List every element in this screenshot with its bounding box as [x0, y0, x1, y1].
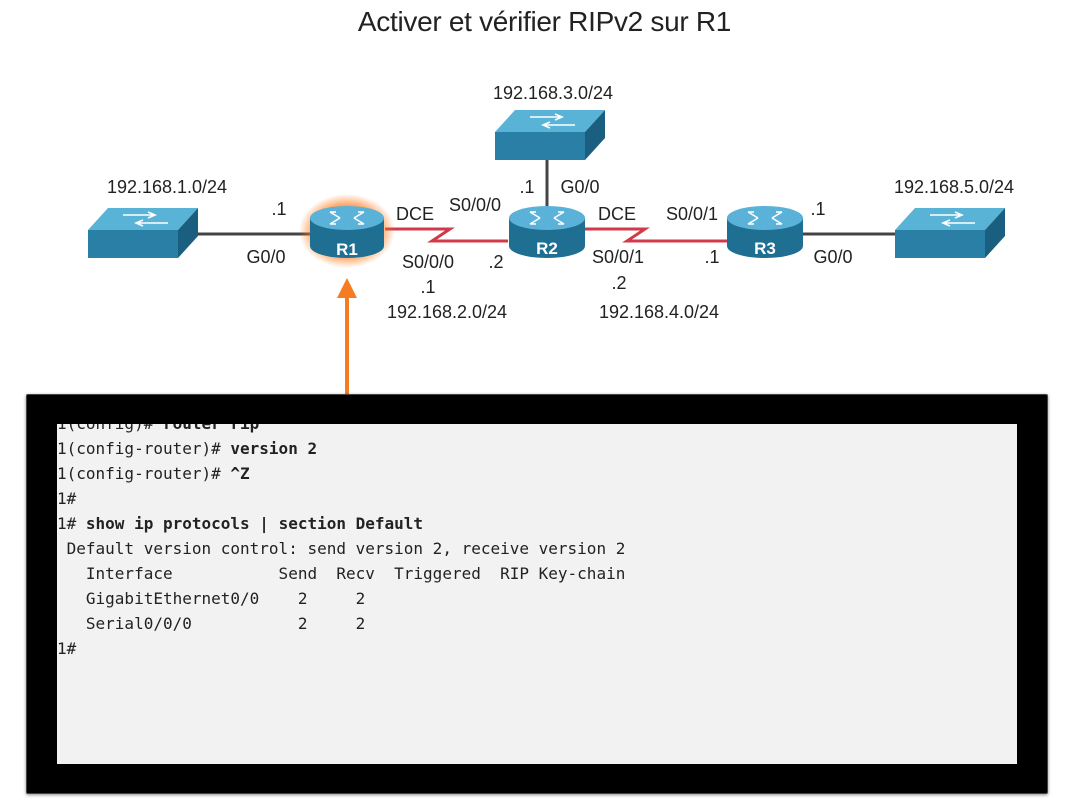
- terminal-line: 1(config-router)# version 2: [57, 439, 318, 458]
- network-label: 192.168.4.0/24: [599, 302, 719, 322]
- router-icon: [747, 211, 783, 225]
- interface-label: G0/0: [560, 177, 599, 197]
- ip-label: .1: [810, 199, 825, 219]
- dce-label: DCE: [396, 204, 434, 224]
- network-topology-diagram: R1 R2 R3 192.168.3.0/24 192.168.1.0/24 1…: [88, 83, 1014, 394]
- terminal-line: 1(config-router)# ^Z: [57, 464, 250, 483]
- serial-link-r1-r2: [385, 227, 508, 243]
- terminal-line: Interface Send Recv Triggered RIP Key-ch…: [57, 564, 626, 583]
- ip-label: .2: [611, 273, 626, 293]
- interface-label: S0/0/0: [402, 252, 454, 272]
- ip-label: .1: [519, 177, 534, 197]
- router-label: R3: [754, 239, 776, 258]
- interface-label: S0/0/1: [666, 204, 718, 224]
- links: [190, 160, 905, 243]
- network-label: 192.168.2.0/24: [387, 302, 507, 322]
- router-icon: [329, 211, 365, 225]
- arrow-up-icon: [337, 278, 357, 394]
- terminal-screen[interactable]: 1(config)# router rip 1(config-router)# …: [57, 424, 1017, 764]
- network-label: 192.168.5.0/24: [894, 177, 1014, 197]
- router-label: R2: [536, 239, 558, 258]
- dce-label: DCE: [598, 204, 636, 224]
- router-r2[interactable]: R2: [509, 206, 585, 258]
- interface-label: G0/0: [246, 247, 285, 267]
- interface-label: S0/0/0: [449, 195, 501, 215]
- interface-label: S0/0/1: [592, 247, 644, 267]
- router-r3[interactable]: R3: [727, 206, 803, 258]
- serial-link-r2-r3: [580, 227, 728, 243]
- switch-icon: [895, 208, 1005, 258]
- page-title: Activer et vérifier RIPv2 sur R1: [357, 6, 732, 37]
- terminal-line: 1# show ip protocols | section Default: [57, 514, 424, 533]
- terminal-line: Serial0/0/0 2 2: [57, 614, 366, 633]
- terminal-line: Default version control: send version 2,…: [57, 539, 626, 558]
- ip-label: .1: [420, 277, 435, 297]
- router-r1[interactable]: R1: [299, 194, 395, 268]
- network-label: 192.168.1.0/24: [107, 177, 227, 197]
- terminal-line: 1(config)# router rip: [57, 424, 625, 436]
- router-label: R1: [336, 240, 358, 259]
- terminal-output: 1(config)# router rip 1(config-router)# …: [57, 424, 625, 661]
- terminal-line: 1#: [57, 489, 77, 508]
- ip-label: .2: [488, 252, 503, 272]
- ip-label: .1: [271, 199, 286, 219]
- ip-label: .1: [704, 247, 719, 267]
- router-icon: [529, 211, 565, 225]
- network-label: 192.168.3.0/24: [493, 83, 613, 103]
- switch-icon: [88, 208, 198, 258]
- switch-icon: [495, 110, 605, 160]
- terminal-line: GigabitEthernet0/0 2 2: [57, 589, 366, 608]
- interface-label: G0/0: [813, 247, 852, 267]
- terminal-line: 1#: [57, 639, 77, 658]
